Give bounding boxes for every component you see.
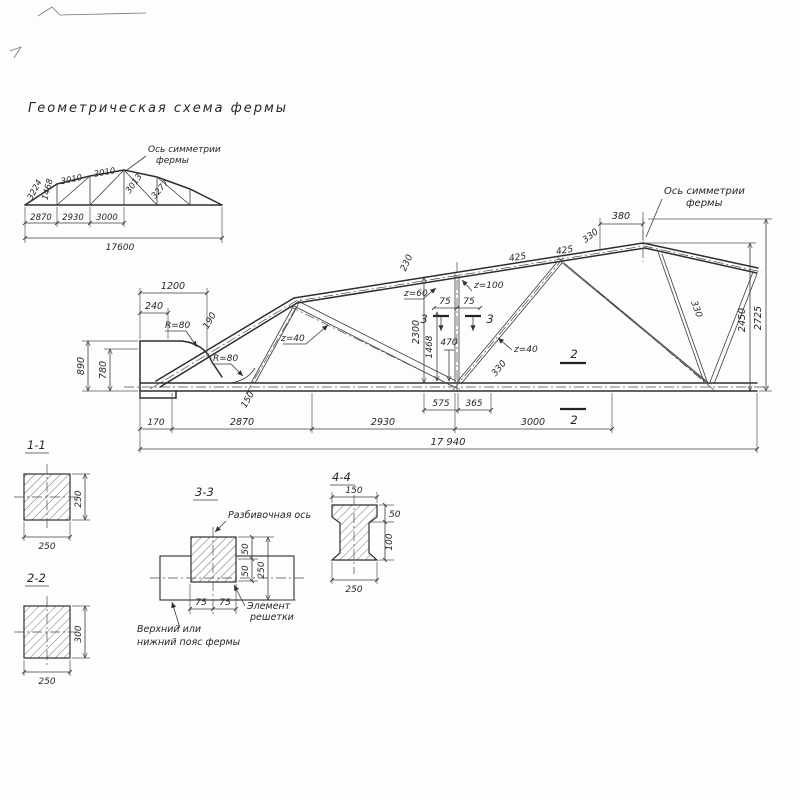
elevation-axis-label-line1: Ось симметрии xyxy=(664,186,745,197)
dim-2870: 2870 xyxy=(230,417,254,428)
section-4-4: 4-4 150 50 100 250 xyxy=(329,470,401,595)
section-4-4-dim-150: 150 xyxy=(345,486,362,496)
dim-425-a: 425 xyxy=(508,252,527,265)
dim-r80-a: R=80 xyxy=(165,321,191,331)
section-4-4-dim-250: 250 xyxy=(345,585,362,595)
section-2-2-dim-bottom: 250 xyxy=(38,677,55,687)
main-elevation: Ось симметрии фермы 3 3 2 2 xyxy=(76,186,772,453)
member-label-3010a: 3010 xyxy=(60,173,83,187)
dim-190: 190 xyxy=(202,311,219,331)
section-1-1-dim-side: 250 xyxy=(74,490,84,507)
section-mark-3-right: 3 xyxy=(486,312,493,326)
section-2-2-title: 2-2 xyxy=(27,571,46,585)
dim-2930: 2930 xyxy=(371,417,395,428)
leader-lines xyxy=(165,279,513,377)
overview-axis-label-line2: фермы xyxy=(156,156,189,166)
left-end-detail xyxy=(139,340,256,399)
section-3-3-dim-75a: 75 xyxy=(195,598,207,608)
lattice-element-label-line2: решетки xyxy=(249,612,294,623)
overview-truss: Ось симметрии фермы 3224 1468 3010 3010 … xyxy=(22,145,225,253)
dim-365: 365 xyxy=(465,399,482,409)
elevation-dimensions xyxy=(82,218,772,453)
overview-dim-2870: 2870 xyxy=(30,213,52,223)
overview-axis-label-line1: Ось симметрии xyxy=(148,145,221,155)
dim-2450: 2450 xyxy=(737,308,748,332)
section-3-3-dim-50b: 50 xyxy=(241,565,251,577)
member-label-1468: 1468 xyxy=(40,177,55,201)
dim-75-right: 75 xyxy=(463,297,475,307)
section-1-1-dim-bottom: 250 xyxy=(38,542,55,552)
overview-dimensions: 2870 2930 3000 17600 xyxy=(22,207,225,253)
section-1-1: 1-1 250 250 xyxy=(14,438,90,552)
section-4-4-profile xyxy=(330,504,379,561)
dim-380: 380 xyxy=(612,211,630,222)
dim-2725: 2725 xyxy=(753,306,764,330)
section-2-2-dim-side: 300 xyxy=(74,625,84,642)
section-4-4-title: 4-4 xyxy=(332,470,351,484)
section-1-1-title: 1-1 xyxy=(27,438,46,452)
weld-z40-right: z=40 xyxy=(513,345,538,355)
section-4-4-dim-100: 100 xyxy=(385,533,395,550)
dim-470: 470 xyxy=(440,338,457,348)
section-3-3-dim-250: 250 xyxy=(257,561,267,578)
section-3-3-dim-75b: 75 xyxy=(219,598,231,608)
dim-r80-b: R=80 xyxy=(213,354,239,364)
overview-symmetry-label: Ось симметрии фермы xyxy=(126,145,221,171)
dim-240: 240 xyxy=(145,301,163,312)
sheet-artifacts xyxy=(9,6,147,59)
weld-z100: z=100 xyxy=(473,281,504,291)
section-3-3: 3-3 Разбивочная ось 50 50 250 75 75 Элем… xyxy=(137,485,311,648)
page-title: Геометрическая схема фермы xyxy=(28,101,288,116)
dim-1468: 1468 xyxy=(425,335,435,358)
dim-330-top: 330 xyxy=(581,227,601,246)
section-3-3-title: 3-3 xyxy=(195,485,214,499)
dim-170: 170 xyxy=(147,418,164,428)
section-mark-2-top: 2 xyxy=(570,347,577,361)
dim-150: 150 xyxy=(240,390,257,410)
chord-label-line2: нижний пояс фермы xyxy=(137,637,241,648)
dim-330-web: 330 xyxy=(490,359,509,379)
section-2-2: 2-2 300 250 xyxy=(14,571,90,687)
dim-425-b: 425 xyxy=(555,245,574,258)
dim-total-17940: 17 940 xyxy=(431,437,466,448)
overview-geometry xyxy=(24,169,223,206)
dim-780: 780 xyxy=(98,361,109,379)
dim-75-left: 75 xyxy=(439,297,451,307)
dim-230: 230 xyxy=(399,253,415,273)
weld-z40-left: z=40 xyxy=(280,334,305,344)
member-label-3010b: 3010 xyxy=(93,166,116,180)
bottom-chord xyxy=(124,382,772,392)
elevation-axis-label-line2: фермы xyxy=(686,198,723,209)
weld-z60: z=60 xyxy=(403,289,428,299)
section-4-4-dim-50: 50 xyxy=(389,510,401,520)
web-members xyxy=(245,251,758,395)
section-3-3-dim-50a: 50 xyxy=(241,543,251,555)
dim-575: 575 xyxy=(432,399,449,409)
dim-330-diagonal: 330 xyxy=(688,300,703,320)
layout-axis-label: Разбивочная ось xyxy=(228,510,311,521)
dim-1200: 1200 xyxy=(161,281,185,292)
section-mark-2-bottom: 2 xyxy=(570,413,577,427)
chord-label-line1: Верхний или xyxy=(137,624,201,635)
dim-2300: 2300 xyxy=(411,320,422,344)
overview-dim-3000: 3000 xyxy=(96,213,118,223)
overview-dim-2930: 2930 xyxy=(62,213,84,223)
dim-3000: 3000 xyxy=(521,417,545,428)
lattice-element-profile xyxy=(190,536,237,583)
member-label-3013: 3013 xyxy=(124,172,145,195)
dim-890: 890 xyxy=(76,357,87,375)
top-chord xyxy=(149,242,763,390)
overview-dim-total: 17600 xyxy=(106,243,135,253)
lattice-element-label-line1: Элемент xyxy=(246,601,291,612)
